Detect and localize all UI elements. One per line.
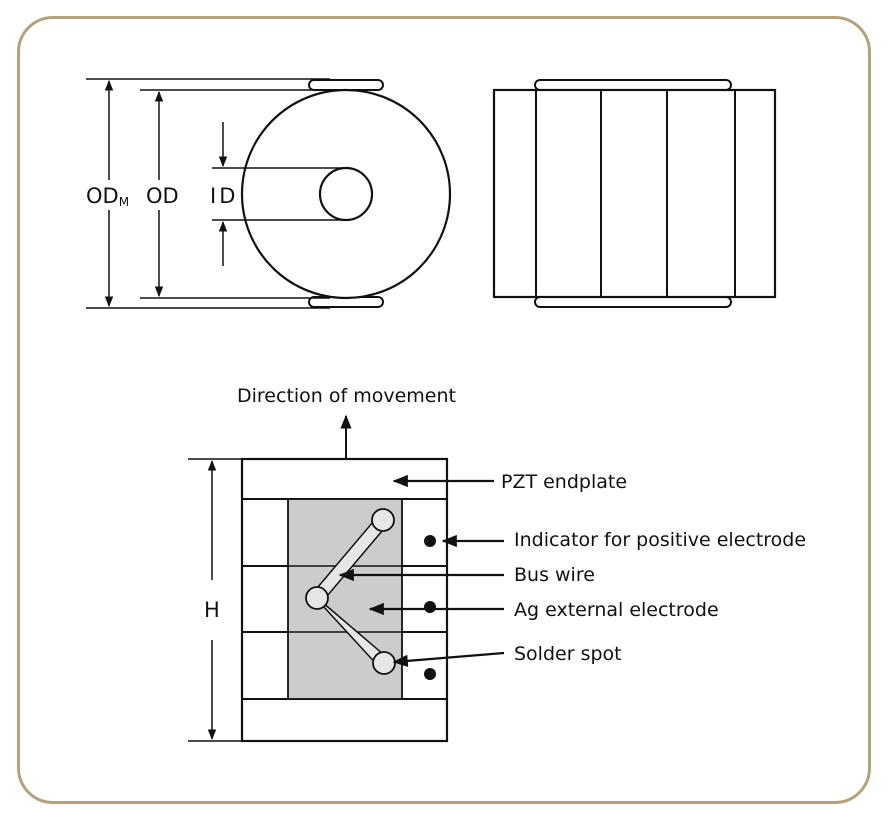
od-m-label: ODM [86,184,129,209]
positive-indicator-dot [424,668,436,680]
side-view-top-capsule [534,79,732,91]
inner-diameter-circle [318,166,374,222]
solder-spot [372,651,396,675]
side-view [492,79,777,308]
top-wire-capsule [308,79,384,91]
callout-arrows [338,474,505,668]
stack-body [240,457,449,743]
dimension-lines [86,78,346,309]
positive-indicator-dot [424,601,436,613]
solder-spot [371,508,395,532]
height-dimension [188,458,242,742]
side-view-body [492,88,777,299]
end-view [240,79,452,308]
side-view-bottom-capsule [534,296,732,308]
direction-of-movement-label: Direction of movement [237,385,456,407]
callout-bus-wire: Bus wire [514,564,595,586]
callout-solder-spot: Solder spot [514,643,622,665]
callout-pzt-endplate: PZT endplate [501,471,627,493]
od-label: OD [146,184,179,208]
positive-indicator-dot [424,535,436,547]
callout-positive-indicator: Indicator for positive electrode [514,529,806,551]
solder-spot [305,586,329,610]
height-label: H [204,598,220,622]
callout-ag-external-electrode: Ag external electrode [514,599,719,621]
solder-spots [305,508,396,675]
id-label: ID [210,184,238,208]
